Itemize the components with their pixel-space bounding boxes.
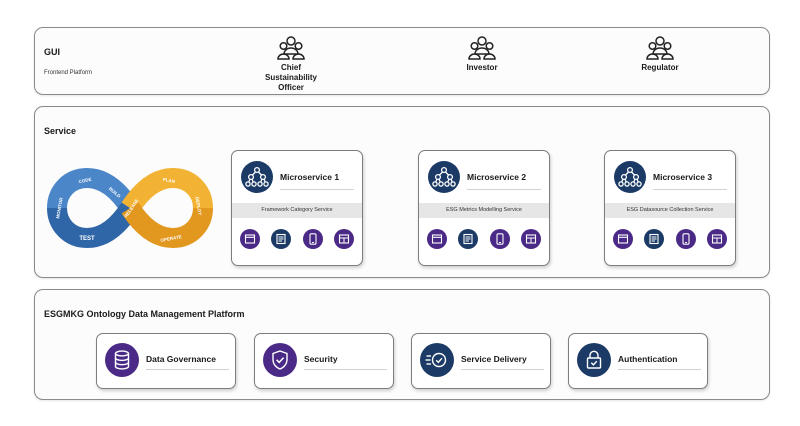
gui-title: GUI (44, 47, 61, 57)
role-chief-sustainability-officer[interactable]: Chief Sustainability Officer (246, 34, 336, 93)
users-group-icon (277, 36, 305, 60)
users-group-icon (646, 36, 674, 60)
hierarchy-network-icon (614, 161, 646, 193)
devops-label-test: TEST (79, 236, 95, 242)
dashboard-grid-icon[interactable] (520, 229, 541, 249)
security-card[interactable]: Security (254, 333, 394, 389)
gui-panel: GUI Frontend Platform Chief Sustainabili… (34, 27, 770, 95)
title-divider (461, 369, 544, 370)
dashboard-grid-icon[interactable] (706, 229, 727, 249)
microservice-card-2[interactable]: Microservice 2 ESG Metrics Modelling Ser… (418, 150, 550, 266)
hierarchy-network-icon (428, 161, 460, 193)
devops-ops-upper-arc (121, 167, 213, 214)
database-icon (105, 343, 139, 377)
module-title: Data Governance (146, 354, 216, 364)
data-governance-card[interactable]: Data Governance (96, 333, 236, 389)
mobile-phone-icon[interactable] (302, 229, 323, 249)
microservice-band: ESG Metrics Modelling Service (419, 203, 549, 218)
role-label: Investor (466, 63, 498, 72)
microservice-title: Microservice 3 (653, 172, 713, 182)
document-icon[interactable] (271, 229, 292, 249)
microservice-title: Microservice 1 (280, 172, 340, 182)
module-title: Authentication (618, 354, 678, 364)
role-investor[interactable]: Investor (437, 34, 527, 73)
browser-window-icon[interactable] (427, 229, 447, 249)
lock-check-icon (577, 343, 611, 377)
mini-icon-row (613, 229, 727, 249)
users-group-icon (468, 36, 496, 60)
devops-ops-lower-arc (121, 202, 213, 249)
role-regulator[interactable]: Regulator (615, 34, 705, 73)
microservice-card-3[interactable]: Microservice 3 ESG Datasource Collection… (604, 150, 736, 266)
microservice-band: ESG Datasource Collection Service (605, 203, 735, 218)
title-divider (280, 189, 354, 190)
data-platform-title: ESGMKG Ontology Data Management Platform (44, 309, 245, 319)
devops-dev-lower-arc (47, 202, 139, 249)
devops-dev-upper-arc (47, 167, 139, 214)
gui-subtitle: Frontend Platform (44, 70, 93, 76)
service-title: Service (44, 126, 77, 136)
mobile-phone-icon[interactable] (489, 229, 510, 249)
role-label: Chief Sustainability Officer (264, 63, 317, 92)
authentication-card[interactable]: Authentication (568, 333, 708, 389)
title-divider (618, 369, 701, 370)
browser-window-icon[interactable] (613, 229, 633, 249)
devops-label-operate: OPERATE (160, 234, 182, 243)
microservice-card-1[interactable]: Microservice 1 Framework Category Servic… (231, 150, 363, 266)
title-divider (146, 369, 229, 370)
document-icon[interactable] (458, 229, 479, 249)
hierarchy-network-icon (241, 161, 273, 193)
microservice-title: Microservice 2 (467, 172, 527, 182)
service-delivery-card[interactable]: Service Delivery (411, 333, 551, 389)
mini-icon-row (240, 229, 354, 249)
module-title: Security (304, 354, 338, 364)
shield-check-icon (263, 343, 297, 377)
document-icon[interactable] (644, 229, 665, 249)
microservice-band: Framework Category Service (232, 203, 362, 218)
title-divider (653, 189, 727, 190)
module-title: Service Delivery (461, 354, 527, 364)
devops-label-plan: PLAN (162, 177, 175, 184)
devops-label-deploy: DEPLOY (194, 197, 202, 216)
title-divider (304, 369, 387, 370)
dashboard-grid-icon[interactable] (333, 229, 354, 249)
fast-check-icon (420, 343, 454, 377)
mini-icon-row (427, 229, 541, 249)
devops-label-code: CODE (78, 177, 92, 185)
browser-window-icon[interactable] (240, 229, 260, 249)
role-label: Regulator (641, 63, 679, 72)
devops-label-monitor: MONITOR (55, 196, 64, 218)
mobile-phone-icon[interactable] (675, 229, 696, 249)
title-divider (467, 189, 541, 190)
